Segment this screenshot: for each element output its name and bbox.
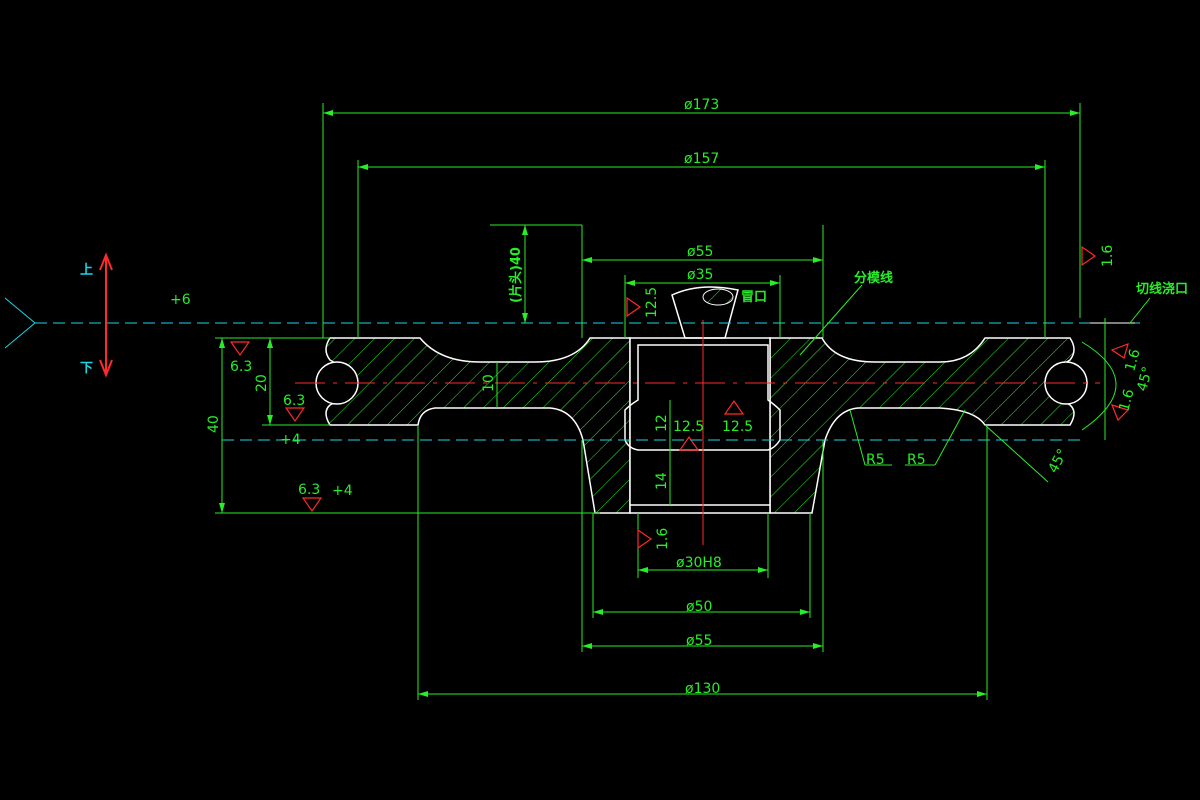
- roughness-triangle-10: [1110, 404, 1130, 422]
- left-flange: [325, 337, 631, 514]
- parting-arrow-tail: [4, 297, 36, 349]
- tolerance-texts: +6 +4 +4: [170, 292, 353, 499]
- parting-line-label: 分模线: [854, 270, 893, 286]
- dim-angle-a: 45°: [1134, 365, 1156, 393]
- dim-h40-top: (片头)40: [508, 247, 524, 303]
- roughness-value-6: 12.5: [722, 419, 753, 435]
- dim-d55-bottom: ø55: [686, 633, 712, 649]
- center-lines: [4, 297, 1140, 545]
- tolerance-bottom: +4: [332, 483, 353, 499]
- up-label: 上: [80, 263, 93, 278]
- dim-d50: ø50: [686, 599, 712, 615]
- tolerance-top: +6: [170, 292, 191, 308]
- dim-d30h8: ø30H8: [676, 555, 722, 571]
- dim-h10: 10: [481, 374, 497, 392]
- dim-r5-b: R5: [907, 452, 926, 468]
- dim-h20: 20: [254, 374, 270, 392]
- roughness-value-1: 6.3: [230, 359, 252, 375]
- roughness-texts: 6.3 6.3 6.3 12.5 12.5 12.5 1.6 1.6 1.6 1…: [230, 245, 1144, 550]
- roughness-triangle-1: [229, 341, 251, 357]
- dimension-lines: [215, 103, 1151, 700]
- roughness-triangle-2: [284, 407, 306, 423]
- roughness-value-7: 1.6: [655, 528, 671, 550]
- annotation-labels: 分模线 冒口 切线浇口: [741, 270, 1188, 305]
- dim-r5-a: R5: [866, 452, 885, 468]
- dim-d173: ø173: [684, 97, 719, 113]
- roughness-triangle-6: [723, 399, 745, 415]
- dim-d55-top: ø55: [687, 244, 713, 260]
- direction-arrow: 上 下: [80, 252, 113, 378]
- roughness-value-4: 12.5: [644, 287, 660, 318]
- dim-h12: 12: [654, 414, 670, 432]
- roughness-value-2: 6.3: [283, 393, 305, 409]
- roughness-value-5: 12.5: [673, 419, 704, 435]
- dim-d130: ø130: [685, 681, 720, 697]
- riser-cap: [702, 288, 734, 306]
- roughness-triangle-8: [1081, 245, 1097, 267]
- roughness-value-9: 1.6: [1122, 347, 1143, 373]
- roughness-triangle-3: [301, 497, 323, 513]
- bore: [629, 337, 771, 514]
- dim-d157: ø157: [684, 151, 719, 167]
- roughness-triangle-7: [637, 528, 653, 550]
- down-label: 下: [80, 361, 93, 376]
- inner-recess: [624, 344, 781, 451]
- roughness-value-10: 1.6: [1116, 387, 1137, 413]
- right-flange: [769, 337, 1075, 514]
- dim-angle-b: 45°: [1045, 446, 1071, 475]
- part-section: [315, 286, 1088, 514]
- dim-h14: 14: [654, 472, 670, 490]
- riser-label: 冒口: [741, 290, 767, 305]
- roughness-triangle-4: [626, 296, 642, 318]
- arrow-heads: [219, 110, 1080, 697]
- roughness-value-8: 1.6: [1100, 245, 1116, 267]
- roughness-symbols: [229, 245, 1130, 550]
- dim-h40-left: 40: [206, 415, 222, 433]
- tolerance-mid: +4: [280, 432, 301, 448]
- riser-outline: [671, 286, 739, 339]
- dim-d35: ø35: [687, 267, 713, 283]
- roughness-triangle-9: [1110, 343, 1129, 359]
- roughness-triangle-5: [678, 435, 700, 451]
- cut-gate-label: 切线浇口: [1136, 281, 1188, 297]
- roughness-value-3: 6.3: [298, 482, 320, 498]
